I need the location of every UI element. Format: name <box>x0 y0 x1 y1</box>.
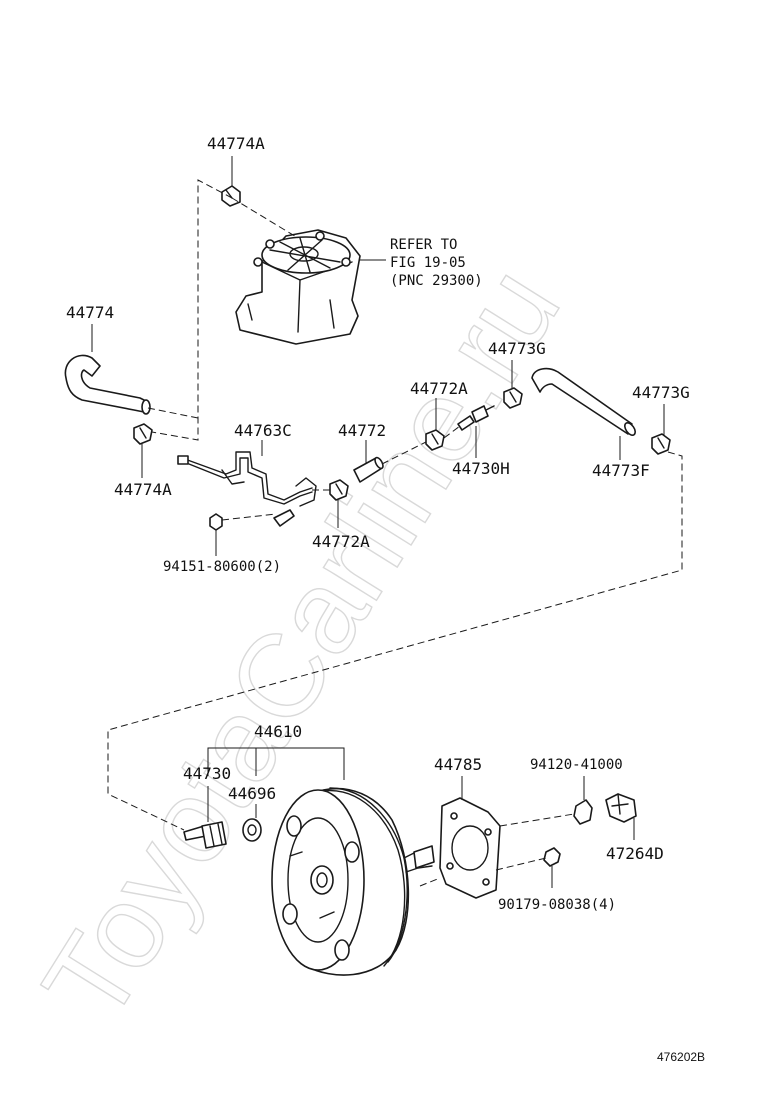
label-44763c: 44763C <box>234 421 292 440</box>
label-44774a-bottom: 44774A <box>114 480 172 499</box>
brake-booster-44610 <box>271 787 435 976</box>
label-44730: 44730 <box>183 764 231 783</box>
refer-note-line3: (PNC 29300) <box>390 273 483 289</box>
clamp-44772a-lower <box>329 479 349 501</box>
clamp-44774a-top <box>221 185 241 207</box>
dashed-guide-bolt <box>221 513 277 521</box>
nut-94120 <box>573 799 593 825</box>
hose-44772 <box>353 456 384 483</box>
dashed-guide-gasket-to-nut <box>499 813 575 827</box>
clamp-44772a-upper <box>425 429 445 451</box>
nut-90179 <box>543 847 561 867</box>
refer-note-line1: REFER TO <box>390 237 457 253</box>
label-44773g-right: 44773G <box>632 383 690 402</box>
hose-44774 <box>64 354 151 415</box>
pipe-44763c <box>177 451 317 527</box>
dashed-guide-top-clamp-to-pump <box>231 197 299 239</box>
label-44785: 44785 <box>434 755 482 774</box>
label-94120: 94120-41000 <box>530 757 623 773</box>
bolt-94151 <box>209 513 223 531</box>
dashed-guide-hose-to-upper-clamp <box>381 441 427 465</box>
refer-note-line2: FIG 19-05 <box>390 255 466 271</box>
label-44772: 44772 <box>338 421 386 440</box>
label-44772a-upper: 44772A <box>410 379 468 398</box>
clamp-44773g-right <box>651 433 671 455</box>
label-44774: 44774 <box>66 303 114 322</box>
dashed-guide-hose-to-clamp <box>147 407 199 419</box>
label-44730h: 44730H <box>452 459 510 478</box>
dashed-guide-gasket-to-bolt <box>495 857 547 871</box>
gasket-44785 <box>439 797 501 899</box>
label-44773g-left: 44773G <box>488 339 546 358</box>
check-valve-44730h <box>457 405 495 431</box>
dashed-guide-left-frame <box>151 179 233 441</box>
dashed-guide-to-valve <box>443 425 461 439</box>
clamp-44774a-bottom <box>133 423 153 445</box>
figure-code: 476202B <box>657 1050 705 1064</box>
label-44773f: 44773F <box>592 461 650 480</box>
label-44772a-lower: 44772A <box>312 532 370 551</box>
leader-44610 <box>207 747 345 780</box>
fitting-44730 <box>183 821 227 849</box>
dashed-guide-long-connector <box>107 451 683 831</box>
vacuum-pump-illustration <box>235 229 361 345</box>
label-47264d: 47264D <box>606 844 664 863</box>
grommet-44696 <box>242 818 262 842</box>
clamp-44773g-left <box>503 387 523 409</box>
clevis-47264d <box>605 793 637 823</box>
hose-44773f <box>531 367 636 436</box>
label-44610: 44610 <box>254 722 302 741</box>
label-44774a-top: 44774A <box>207 134 265 153</box>
label-44696: 44696 <box>228 784 276 803</box>
dashed-guide-booster-bottom <box>419 877 441 887</box>
label-94151: 94151-80600(2) <box>163 559 281 575</box>
label-90179: 90179-08038(4) <box>498 897 616 913</box>
